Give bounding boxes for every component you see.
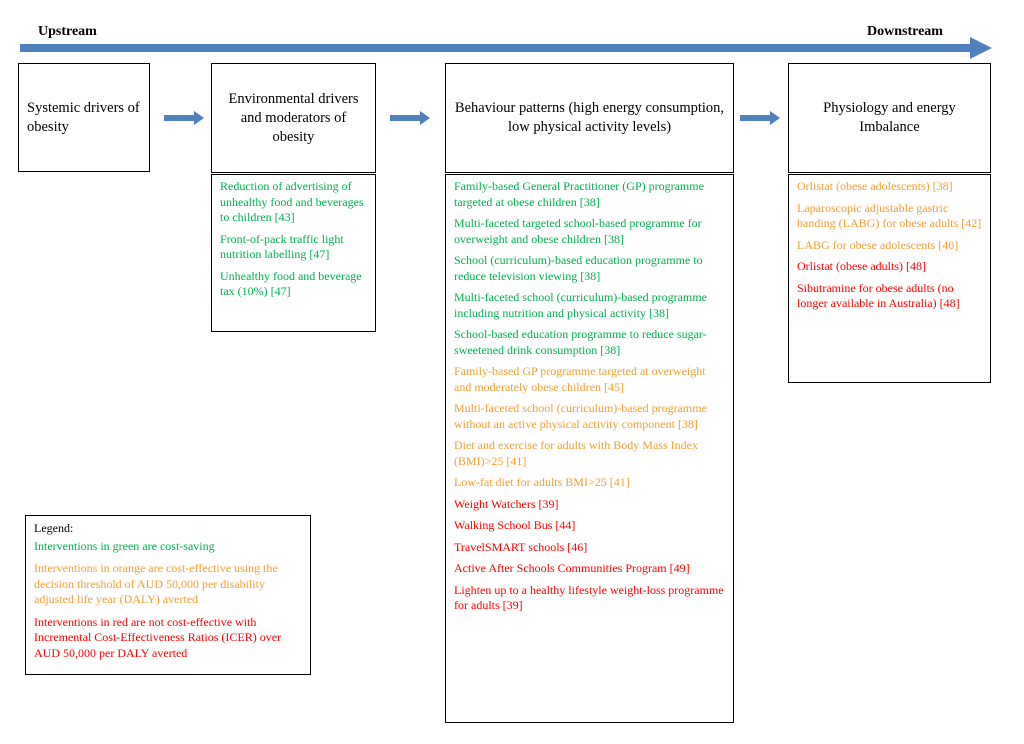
behaviour-patterns-heading: Behaviour patterns (high energy consumpt… [454, 100, 725, 135]
list-item: School-based education programme to redu… [454, 327, 707, 357]
environmental-interventions-list: Reduction of advertising of unhealthy fo… [211, 174, 376, 332]
legend-box: Legend: Interventions in green are cost-… [25, 515, 311, 675]
flow-arrow-3 [740, 111, 780, 125]
systemic-drivers-heading: Systemic drivers of obesity [27, 99, 140, 135]
list-item: Multi-faceted targeted school-based prog… [454, 216, 702, 246]
list-item: Diet and exercise for adults with Body M… [454, 438, 698, 468]
systemic-drivers-box: Systemic drivers of obesity [18, 63, 150, 172]
downstream-label: Downstream [867, 24, 943, 39]
physiology-box: Physiology and energy Imbalance [788, 63, 991, 173]
flow-arrow-2 [390, 111, 430, 125]
list-item: Family-based General Practitioner (GP) p… [454, 179, 704, 209]
list-item: TravelSMART schools [46] [454, 539, 588, 554]
list-item: Lighten up to a healthy lifestyle weight… [454, 582, 724, 613]
list-item: Orlistat (obese adolescents) [38] [797, 179, 953, 193]
physiology-interventions-list: Orlistat (obese adolescents) [38] Laparo… [788, 174, 991, 383]
environmental-drivers-box: Environmental drivers and moderators of … [211, 63, 376, 173]
behaviour-interventions-list: Family-based General Practitioner (GP) p… [445, 174, 734, 723]
list-item: Family-based GP programme targeted at ov… [454, 364, 706, 394]
list-item: Reduction of advertising of unhealthy fo… [220, 179, 364, 224]
legend-title: Legend: [34, 521, 74, 535]
list-item: Walking School Bus [44] [454, 518, 576, 532]
flow-arrow-1 [164, 111, 204, 125]
list-item: Weight Watchers [39] [454, 496, 559, 511]
list-item: Unhealthy food and beverage tax (10%) [4… [220, 268, 362, 299]
list-item: Low-fat diet for adults BMI>25 [41] [454, 475, 630, 489]
list-item: Multi-faceted school (curriculum)-based … [454, 290, 707, 320]
list-item: Laparoscopic adjustable gastric banding … [797, 200, 982, 231]
behaviour-patterns-box: Behaviour patterns (high energy consumpt… [445, 63, 734, 173]
list-item: School (curriculum)-based education prog… [454, 253, 703, 283]
upstream-label: Upstream [38, 24, 97, 39]
legend-green: Interventions in green are cost-saving [34, 538, 215, 553]
list-item: Front-of-pack traffic light nutrition la… [220, 231, 344, 262]
upstream-downstream-arrow [20, 37, 992, 59]
list-item: Multi-faceted school (curriculum)-based … [454, 401, 707, 431]
physiology-heading: Physiology and energy Imbalance [823, 100, 956, 135]
environmental-drivers-heading: Environmental drivers and moderators of … [228, 90, 359, 145]
legend-orange: Interventions in orange are cost-effecti… [34, 561, 278, 606]
list-item: Sibutramine for obese adults (no longer … [797, 280, 960, 311]
list-item: LABG for obese adolescents [40] [797, 237, 959, 252]
list-item: Orlistat (obese adults) [48] [797, 259, 926, 273]
list-item: Active After Schools Communities Program… [454, 561, 690, 575]
legend-red: Interventions in red are not cost-effect… [34, 614, 282, 660]
